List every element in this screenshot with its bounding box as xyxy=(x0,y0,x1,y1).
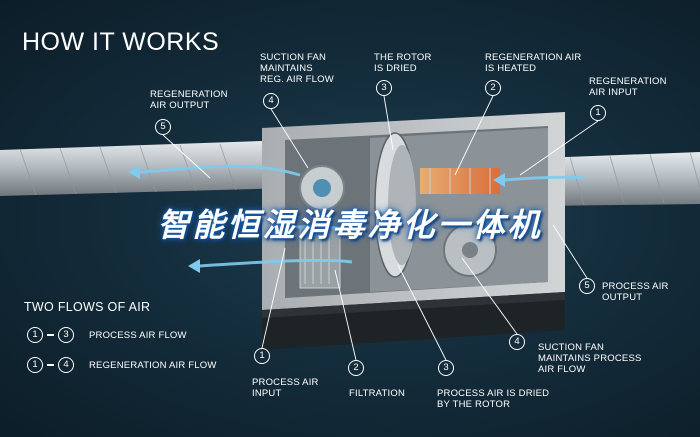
legend-label-process-air-flow: PROCESS AIR FLOW xyxy=(89,330,187,341)
page-title: HOW IT WORKS xyxy=(22,28,220,56)
callout-badge-2-bottom: 2 xyxy=(348,360,364,376)
callout-badge-5-top: 5 xyxy=(155,119,171,135)
callout-label-regeneration-air-input: REGENERATION AIR INPUT xyxy=(589,76,667,98)
callout-badge-1-top: 1 xyxy=(590,105,606,121)
legend-dash-regeneration xyxy=(47,364,54,366)
overlay-title-text: 智能恒湿消毒净化一体机 xyxy=(157,207,543,243)
legend-dash-process xyxy=(47,334,54,336)
callout-badge-5-right: 5 xyxy=(579,278,595,294)
callout-badge-4-bottom: 4 xyxy=(509,334,525,350)
callout-leader-lines xyxy=(162,95,599,361)
callout-label-process-air-dried: PROCESS AIR IS DRIED BY THE ROTOR xyxy=(437,388,550,410)
left-duct xyxy=(0,140,290,196)
legend-badge-from-regeneration: 1 xyxy=(27,357,43,373)
callout-badge-4-top: 4 xyxy=(263,93,279,109)
callout-label-suction-fan-process: SUCTION FAN MAINTAINS PROCESS AIR FLOW xyxy=(538,342,642,375)
callout-badge-1-bottom: 1 xyxy=(254,348,270,364)
callout-label-filtration: FILTRATION xyxy=(349,388,406,399)
legend-badge-to-process: 3 xyxy=(58,327,74,343)
right-duct xyxy=(540,151,700,206)
callout-badge-3-bottom: 3 xyxy=(438,360,454,376)
air-flow-arrows xyxy=(139,164,586,268)
legend-label-regeneration-air-flow: REGENERATION AIR FLOW xyxy=(89,360,217,371)
callout-label-process-air-output: PROCESS AIR OUTPUT xyxy=(602,281,669,303)
legend-title: TWO FLOWS OF AIR xyxy=(24,300,151,314)
callout-label-process-air-input: PROCESS AIR INPUT xyxy=(252,377,319,399)
callout-label-suction-fan-reg: SUCTION FAN MAINTAINS REG. AIR FLOW xyxy=(260,52,334,85)
callout-label-regeneration-air-heated: REGENERATION AIR IS HEATED xyxy=(485,52,582,74)
legend-badge-to-regeneration: 4 xyxy=(58,357,74,373)
callout-label-rotor-dried: THE ROTOR IS DRIED xyxy=(374,52,432,74)
callout-badge-2-top: 2 xyxy=(485,80,501,96)
dehumidifier-casing xyxy=(262,112,565,350)
legend-badge-from-process: 1 xyxy=(27,327,43,343)
callout-badge-3-top: 3 xyxy=(376,80,392,96)
callout-label-regeneration-air-output: REGENERATION AIR OUTPUT xyxy=(150,89,228,111)
